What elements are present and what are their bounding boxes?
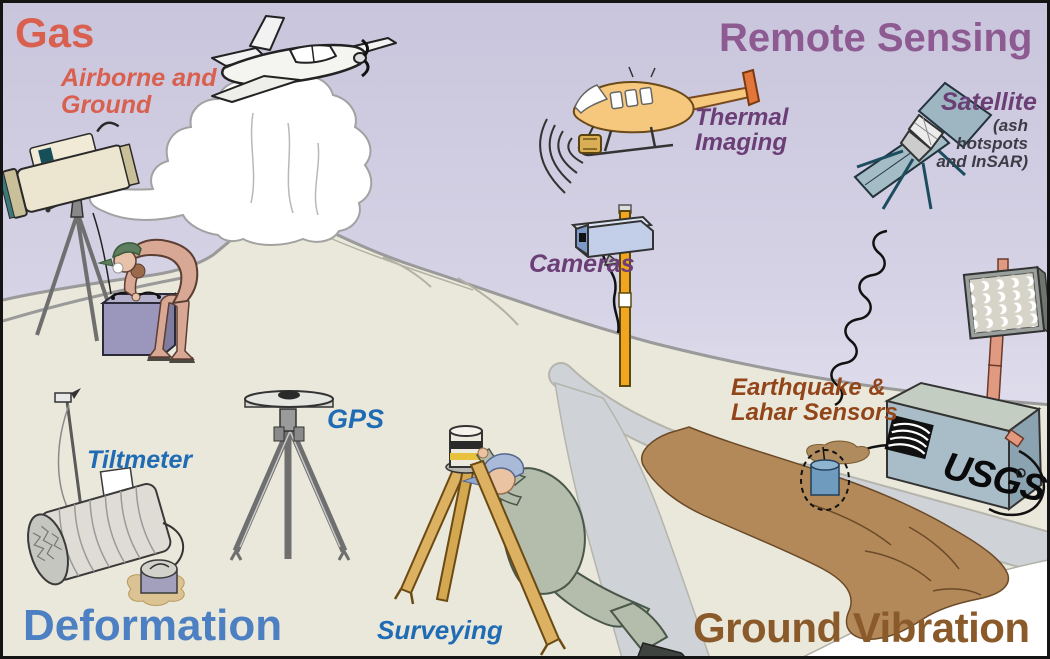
- gas-subtitle: Airborne and Ground: [61, 64, 217, 119]
- solar-panel-icon: [962, 258, 1047, 401]
- airplane-icon: [211, 15, 397, 103]
- cameras-label: Cameras: [529, 250, 635, 278]
- usgs-telemetry-box-icon: USGS: [884, 381, 1047, 517]
- thermal-signal-arcs: [539, 118, 584, 194]
- satellite-label: Satellite: [941, 88, 1037, 116]
- lahar-flow: [640, 426, 1010, 640]
- satellite-icon: [853, 81, 993, 210]
- tiltmeter-icon: [27, 388, 185, 606]
- gps-label: GPS: [327, 404, 385, 434]
- remote-sensing-section-title: Remote Sensing: [719, 16, 1033, 60]
- gas-spectrometer-icon: [3, 121, 140, 342]
- scene-illustration: USGS: [3, 15, 1047, 656]
- helicopter-icon: [539, 66, 761, 194]
- ground-vibration-section-title: Ground Vibration: [693, 604, 1030, 651]
- gps-antenna-icon: [229, 390, 351, 561]
- satellite-signal-squiggle: [830, 229, 888, 407]
- scientist-gas: [97, 238, 199, 363]
- satellite-note: (ash hotspots and InSAR): [936, 116, 1028, 172]
- thermal-camera-icon: [578, 126, 602, 154]
- earthquake-lahar-sensors-label: Earthquake & Lahar Sensors: [731, 374, 898, 427]
- gas-section-title: Gas: [15, 9, 95, 56]
- surveyor: [461, 447, 685, 656]
- tiltmeter-label: Tiltmeter: [87, 446, 193, 474]
- deformation-section-title: Deformation: [23, 601, 283, 650]
- web-camera-icon: [570, 204, 654, 387]
- thermal-imaging-label: Thermal Imaging: [695, 104, 789, 157]
- surveying-label: Surveying: [377, 615, 503, 645]
